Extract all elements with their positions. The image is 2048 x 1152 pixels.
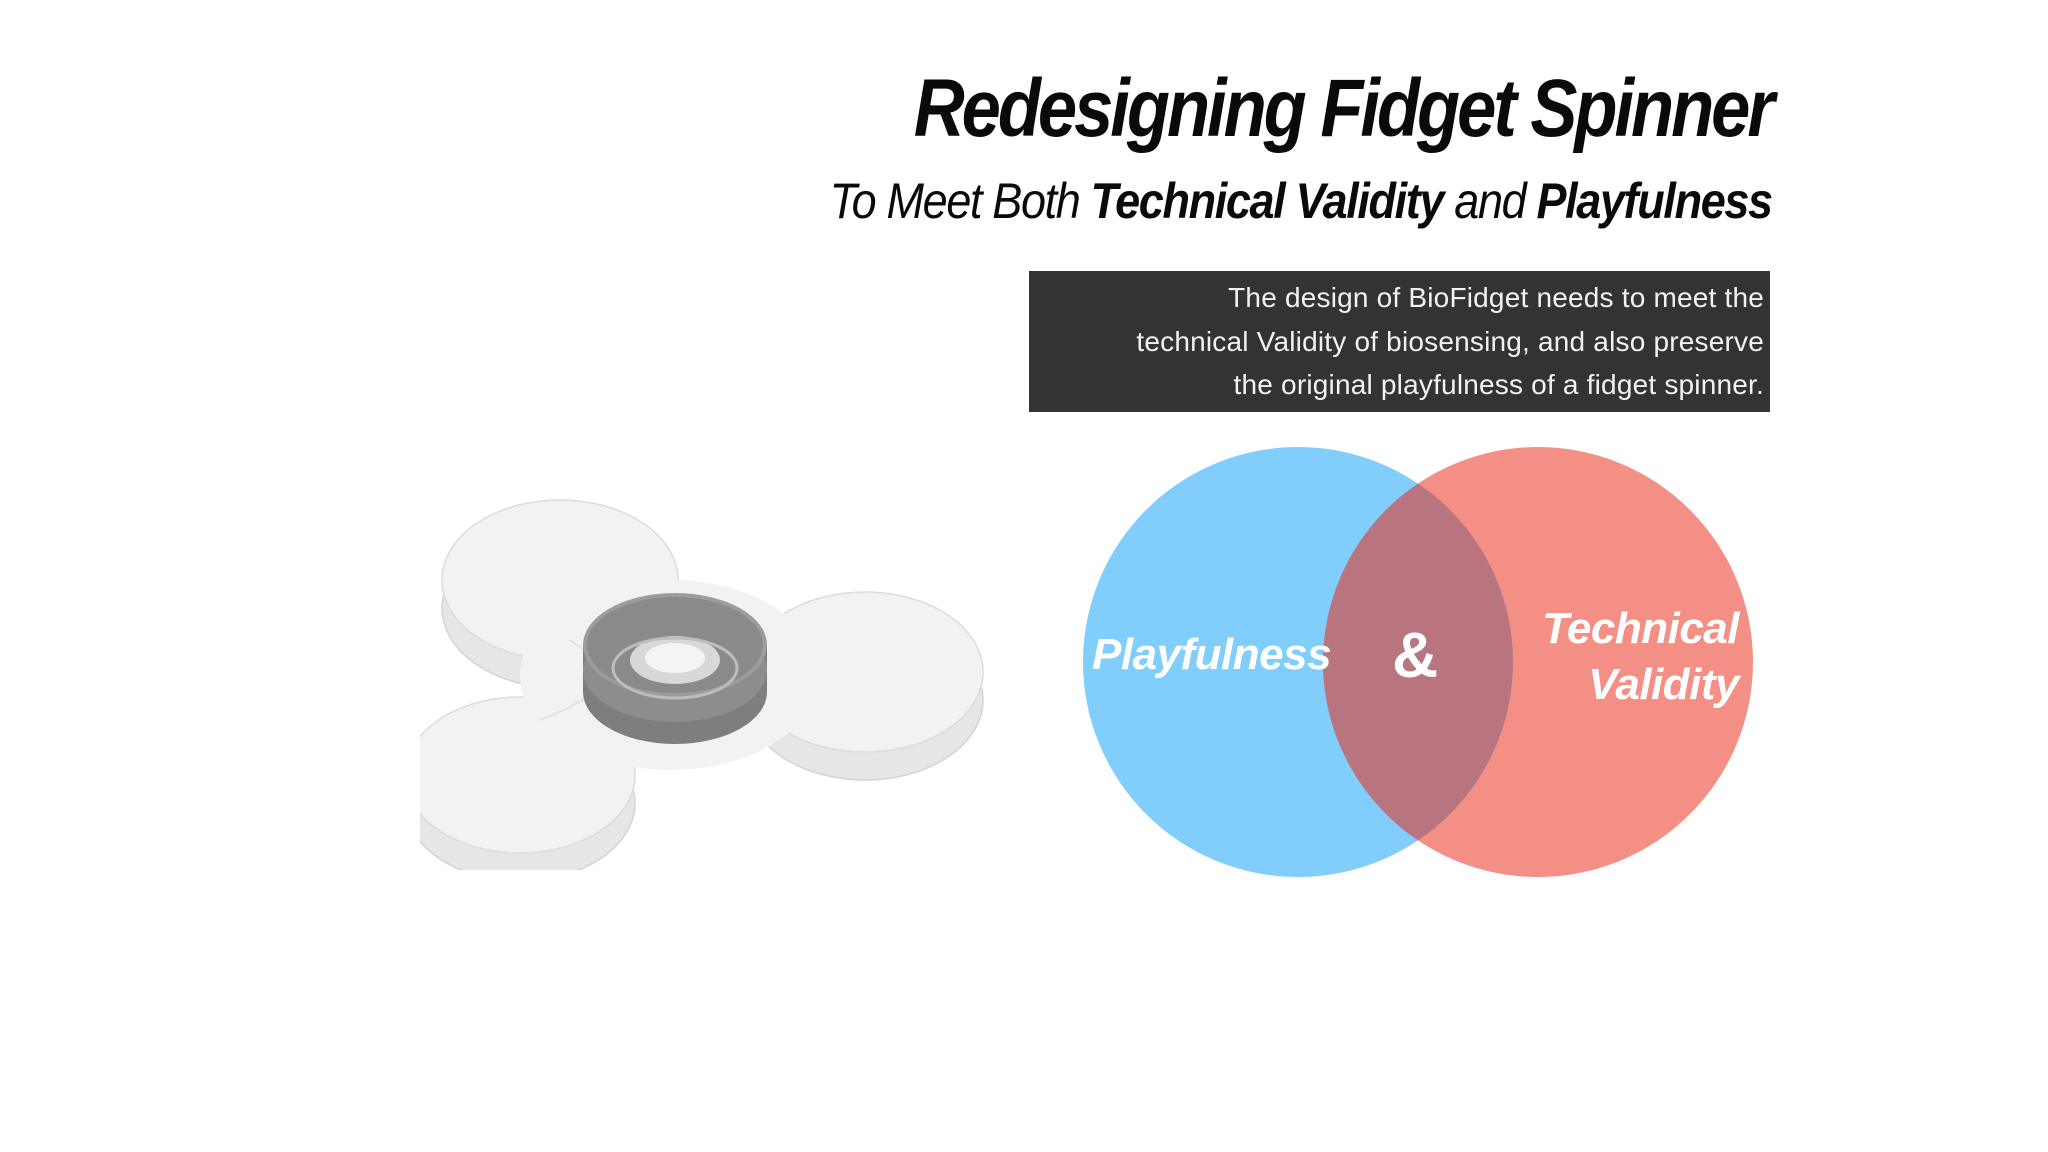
subtitle-part1: To Meet Both [829,173,1091,229]
venn-label-playfulness: Playfulness [1092,630,1332,679]
subtitle-technical-validity: Technical Validity [1090,173,1445,229]
subtitle-part2: and [1443,173,1537,229]
venn-diagram [1083,447,1753,877]
venn-label-ampersand: & [1392,619,1438,691]
description-box: The design of BioFidget needs to meet th… [1029,271,1770,412]
slide-title: Redesigning Fidget Spinner [913,63,1775,154]
fidget-spinner-illustration [420,499,984,870]
bearing [583,593,767,744]
description-line-3: the original playfulness of a fidget spi… [1233,369,1764,400]
slide-subtitle: To Meet Both Technical Validity and Play… [829,172,1774,230]
venn-overlap [1323,447,1513,877]
venn-label-technical: Technical [1542,604,1739,653]
venn-label-validity: Validity [1588,660,1739,709]
subtitle-playfulness: Playfulness [1536,173,1774,229]
description-line-1: The design of BioFidget needs to meet th… [1228,282,1764,313]
description-line-2: technical Validity of biosensing, and al… [1136,325,1764,357]
